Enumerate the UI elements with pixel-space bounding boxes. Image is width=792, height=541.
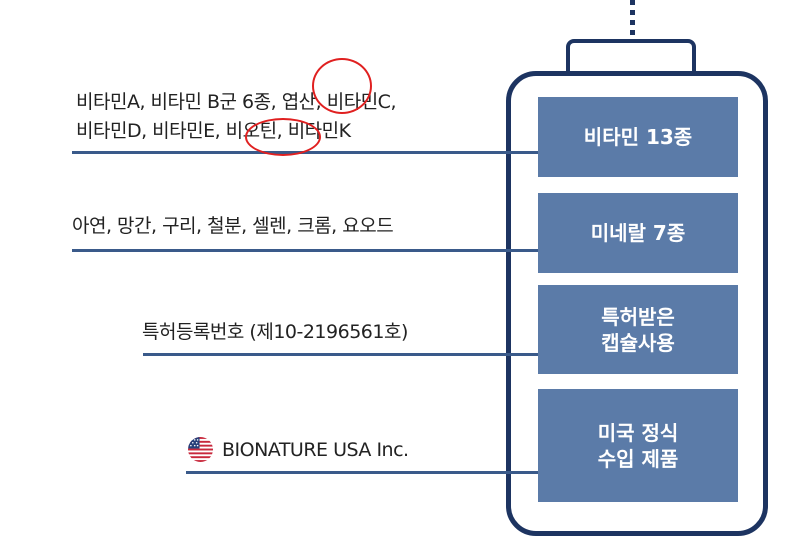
mineral-box: 미네랄 7종: [538, 193, 738, 273]
import-product-box: 미국 정식 수입 제품: [538, 389, 738, 502]
highlight-circle-folic-acid: [312, 58, 372, 114]
vitamin-leader-line: [72, 151, 538, 154]
import-leader-line: [186, 471, 538, 474]
import-label: BIONATURE USA Inc.: [222, 439, 409, 461]
dotted-connector: [630, 0, 636, 36]
us-flag-icon: [188, 437, 213, 462]
patent-capsule-box: 특허받은 캡슐사용: [538, 285, 738, 374]
vitamin-box: 비타민 13종: [538, 97, 738, 177]
mineral-leader-line: [72, 249, 538, 252]
patent-leader-line: [143, 353, 538, 356]
patent-label: 특허등록번호 (제10-2196561호): [142, 321, 408, 343]
bottle-cap: [566, 39, 696, 73]
highlight-circle-biotin: [245, 118, 321, 156]
mineral-label: 아연, 망간, 구리, 철분, 셀렌, 크롬, 요오드: [72, 215, 394, 237]
